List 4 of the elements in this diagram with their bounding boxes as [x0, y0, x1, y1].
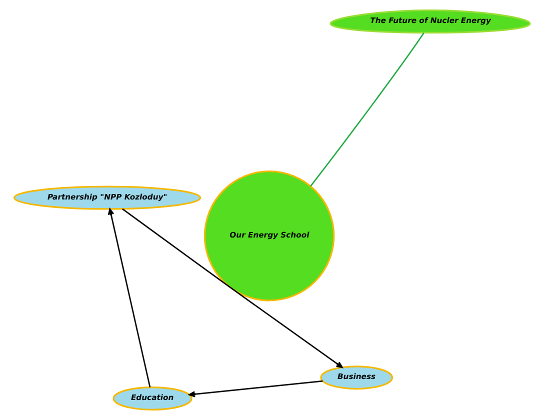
- arrow: [107, 208, 150, 388]
- arrow: [188, 380, 322, 398]
- connector: [310, 32, 424, 187]
- arrow: [122, 208, 342, 368]
